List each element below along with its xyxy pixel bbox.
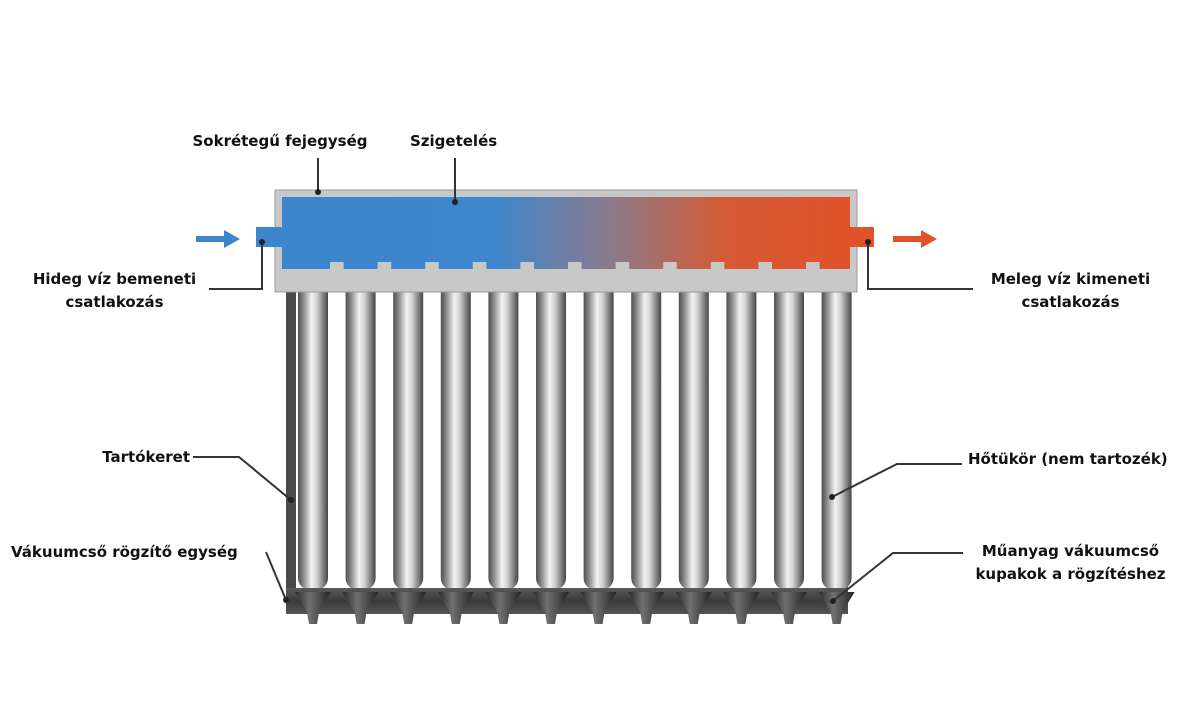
tube-cap xyxy=(390,592,427,624)
tank-notch xyxy=(758,262,772,269)
label-caps-line2: kupakok a rögzítéshez xyxy=(975,565,1166,583)
tank-notch xyxy=(615,262,630,269)
tube-cap xyxy=(580,592,617,624)
tube-cap xyxy=(437,592,474,624)
label-frame: Tartókeret xyxy=(102,448,190,466)
label-reflector: Hőtükör (nem tartozék) xyxy=(968,450,1168,468)
vacuum-tube xyxy=(536,268,566,590)
vacuum-tube xyxy=(345,268,376,590)
label-hot-outlet: Meleg víz kimeneti csatlakozás xyxy=(968,268,1173,314)
tube-cap xyxy=(675,592,712,624)
tube-cap xyxy=(723,592,760,624)
leader-hot-outlet xyxy=(867,242,973,290)
tube-cap xyxy=(342,592,379,624)
vacuum-tube xyxy=(393,268,424,590)
leader-lines xyxy=(193,158,973,602)
tube-cap xyxy=(295,592,331,624)
vacuum-tube xyxy=(774,268,804,590)
tube-cap xyxy=(485,592,522,624)
vacuum-tube xyxy=(583,268,614,590)
label-manifold: Sokrétegű fejegység xyxy=(192,132,368,150)
tube-caps xyxy=(295,592,855,624)
label-cold-inlet: Hideg víz bemeneti csatlakozás xyxy=(12,268,217,314)
label-caps-line1: Műanyag vákuumcső xyxy=(981,542,1160,560)
vacuum-tube xyxy=(631,268,662,590)
label-cold-inlet-line1: Hideg víz bemeneti xyxy=(32,270,197,288)
vacuum-tube xyxy=(821,268,852,590)
label-insulation: Szigetelés xyxy=(410,132,498,150)
tube-cap xyxy=(533,592,569,624)
leader-reflector xyxy=(831,463,962,498)
arrow-right-icon xyxy=(196,230,240,248)
tube-cap xyxy=(628,592,665,624)
tank-notch xyxy=(806,262,820,269)
manifold-insulation xyxy=(282,197,850,269)
tank-notch xyxy=(663,262,677,269)
vacuum-tube xyxy=(678,268,709,590)
label-caps: Műanyag vákuumcső kupakok a rögzítéshez xyxy=(958,540,1183,586)
vacuum-tube xyxy=(440,268,471,590)
leader-dots xyxy=(259,189,871,604)
tank-notch xyxy=(425,262,439,269)
vacuum-tube xyxy=(726,268,757,590)
leader-frame xyxy=(193,456,292,501)
vacuum-tube xyxy=(298,268,328,590)
tank-notch xyxy=(472,262,487,269)
vacuum-tube xyxy=(488,268,519,590)
tank-notch xyxy=(377,262,392,269)
tank-notch xyxy=(520,262,534,269)
leader-caps xyxy=(832,552,963,602)
tank-notch xyxy=(710,262,725,269)
tank-notches xyxy=(330,262,820,269)
arrow-right-icon xyxy=(893,230,937,248)
tube-cap xyxy=(771,592,807,624)
label-tube-holder: Vákuumcső rögzítő egység xyxy=(11,543,238,561)
label-hot-outlet-line2: csatlakozás xyxy=(1021,293,1120,311)
label-cold-inlet-line2: csatlakozás xyxy=(65,293,164,311)
tank-notch xyxy=(330,262,344,269)
leader-tube-holder xyxy=(265,551,287,601)
label-hot-outlet-line1: Meleg víz kimeneti xyxy=(990,270,1151,288)
tank-notch xyxy=(568,262,582,269)
vacuum-tubes xyxy=(298,268,852,590)
frame-left-rail xyxy=(286,280,296,610)
leader-cold-inlet xyxy=(209,242,263,290)
tube-cap xyxy=(818,592,855,624)
